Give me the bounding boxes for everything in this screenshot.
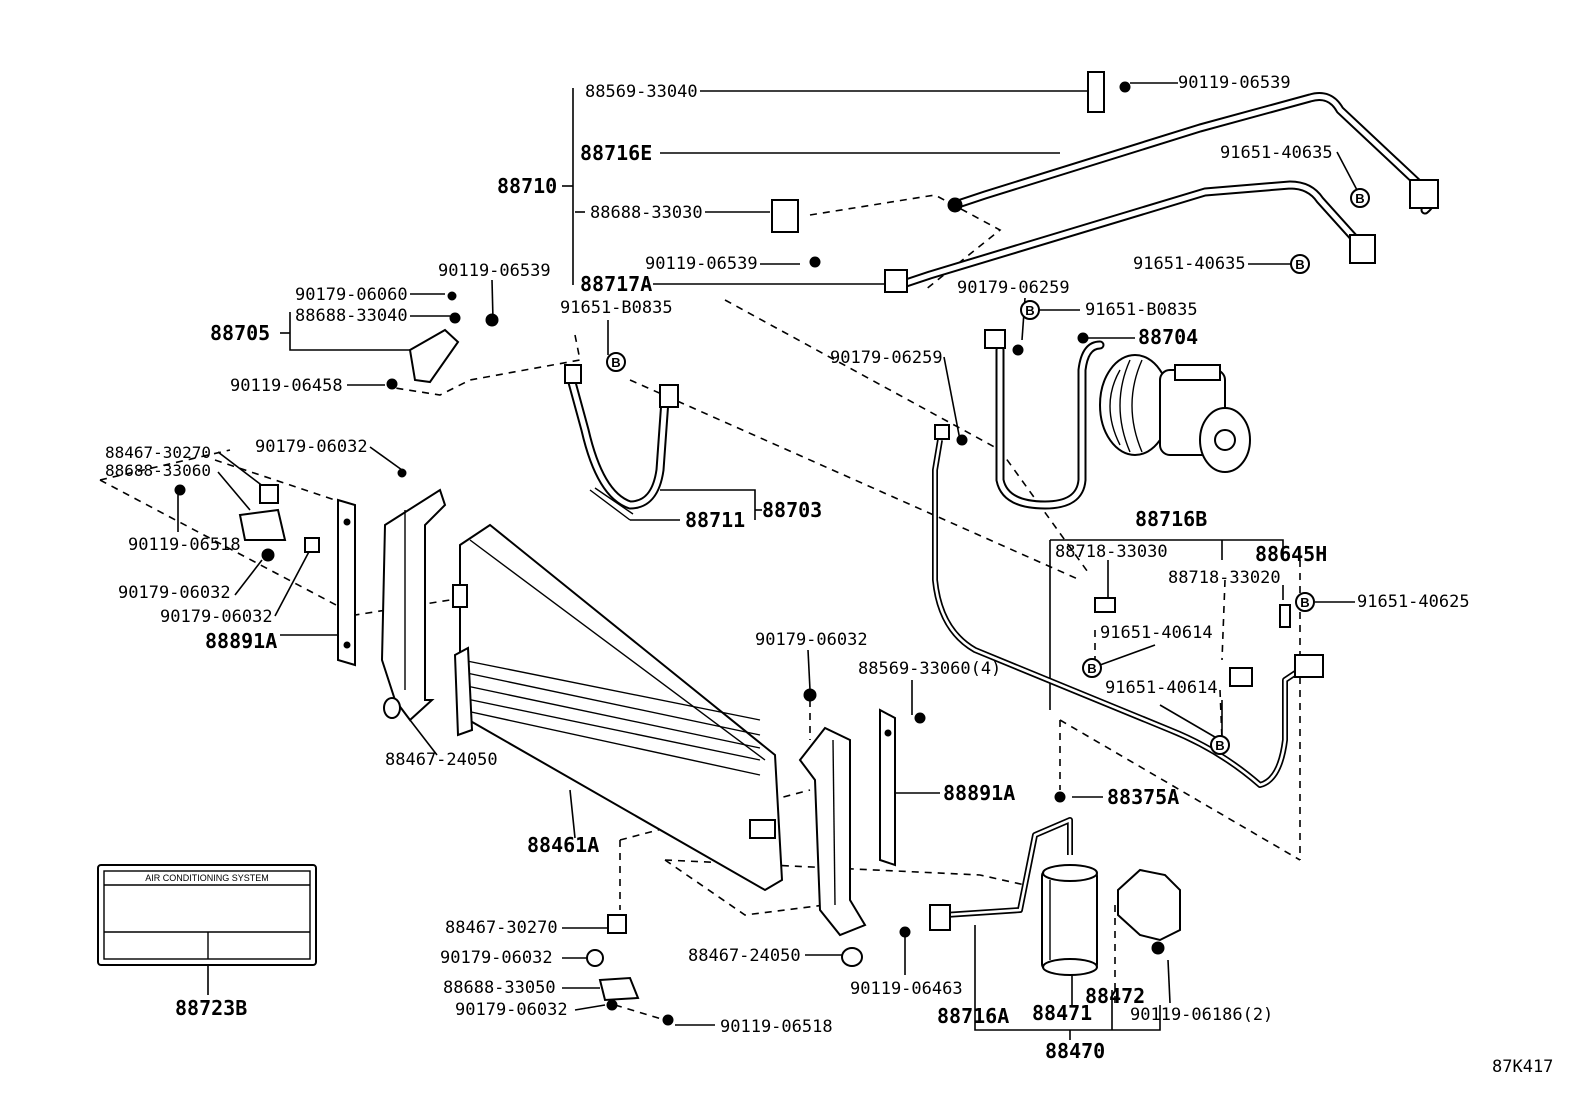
label-88467-30270: 88467-30270 (105, 443, 211, 462)
label-88703: 88703 (762, 498, 822, 522)
label-88688-33030: 88688-33030 (590, 203, 703, 223)
label-88688-33060: 88688-33060 (105, 461, 211, 480)
label-88891A: 88891A (943, 781, 1015, 805)
b-badge: B (1020, 300, 1040, 320)
label-91651-40635: 91651-40635 (1220, 143, 1333, 163)
b-badge: B (1210, 735, 1230, 755)
label-90119-06518: 90119-06518 (128, 535, 241, 555)
label-88569-33060-4: 88569-33060(4) (858, 659, 1001, 679)
label-88569-33040: 88569-33040 (585, 82, 698, 102)
label-90179-06259: 90179-06259 (957, 278, 1070, 298)
label-90119-06518: 90119-06518 (720, 1017, 833, 1037)
refrigerant-lines (565, 92, 1435, 918)
label-90119-06458: 90119-06458 (230, 376, 343, 396)
label-90179-06032: 90179-06032 (755, 630, 868, 650)
label-90179-06032: 90179-06032 (118, 583, 231, 603)
label-90179-06032: 90179-06032 (255, 437, 368, 457)
b-badge: B (1350, 188, 1370, 208)
label-90119-06539: 90119-06539 (1178, 73, 1291, 93)
ac-info-label-card: AIR CONDITIONING SYSTEM (97, 864, 317, 966)
label-88716B: 88716B (1135, 507, 1207, 531)
label-88711: 88711 (685, 508, 745, 532)
part-number-labels: 88569-33040 90119-06539 88716E 91651-406… (105, 73, 1553, 1077)
label-88718-33020: 88718-33020 (1168, 568, 1281, 588)
label-88718-33030: 88718-33030 (1055, 542, 1168, 562)
label-card-title: AIR CONDITIONING SYSTEM (145, 873, 269, 883)
svg-text:B: B (1355, 191, 1364, 206)
receiver-drier (1041, 864, 1098, 976)
label-88645H: 88645H (1255, 542, 1327, 566)
label-88716E: 88716E (580, 141, 652, 165)
diagram-id: 87K417 (1492, 1057, 1553, 1077)
label-90119-06463: 90119-06463 (850, 979, 963, 999)
label-91651-40625: 91651-40625 (1357, 592, 1470, 612)
right-brackets (798, 708, 896, 937)
label-90179-06060: 90179-06060 (295, 285, 408, 305)
receiver-bracket (1117, 868, 1181, 955)
label-90119-06539: 90119-06539 (645, 254, 758, 274)
label-90179-06032: 90179-06032 (440, 948, 553, 968)
fittings-and-bolts (174, 71, 1439, 1026)
b-badges: B B B B B B B (606, 188, 1370, 755)
label-88461A: 88461A (527, 833, 599, 857)
compressor (1099, 354, 1251, 473)
b-badge: B (606, 352, 626, 372)
svg-text:B: B (1087, 661, 1096, 676)
label-88375A: 88375A (1107, 785, 1179, 809)
label-91651-40635: 91651-40635 (1133, 254, 1246, 274)
b-badge: B (1295, 592, 1315, 612)
label-90179-06032: 90179-06032 (160, 607, 273, 627)
svg-text:B: B (1295, 257, 1304, 272)
label-91651-B0835: 91651-B0835 (560, 298, 673, 318)
label-91651-40614: 91651-40614 (1100, 623, 1213, 643)
label-88467-24050: 88467-24050 (385, 750, 498, 770)
label-88704: 88704 (1138, 325, 1198, 349)
b-badge: B (1290, 254, 1310, 274)
left-brackets (337, 488, 447, 722)
leader-lines (177, 82, 1358, 1040)
svg-text:B: B (1215, 738, 1224, 753)
label-90179-06032: 90179-06032 (455, 1000, 568, 1020)
label-90119-06539: 90119-06539 (438, 261, 551, 281)
label-88705: 88705 (210, 321, 270, 345)
label-88710: 88710 (497, 174, 557, 198)
label-90179-06259: 90179-06259 (830, 348, 943, 368)
label-88688-33040: 88688-33040 (295, 306, 408, 326)
label-88467-24050: 88467-24050 (688, 946, 801, 966)
label-91651-40614: 91651-40614 (1105, 678, 1218, 698)
b-badge: B (1082, 658, 1102, 678)
label-88723B: 88723B (175, 996, 247, 1020)
label-88716A: 88716A (937, 1004, 1009, 1028)
label-91651-B0835: 91651-B0835 (1085, 300, 1198, 320)
label-88717A: 88717A (580, 272, 652, 296)
svg-text:B: B (1300, 595, 1309, 610)
label-88891A: 88891A (205, 629, 277, 653)
label-88472: 88472 (1085, 984, 1145, 1008)
svg-text:B: B (611, 355, 620, 370)
svg-text:B: B (1025, 303, 1034, 318)
label-88467-30270: 88467-30270 (445, 918, 558, 938)
condenser (452, 523, 784, 892)
label-88688-33050: 88688-33050 (443, 978, 556, 998)
label-90119-06186-2: 90119-06186(2) (1130, 1005, 1273, 1025)
label-88471: 88471 (1032, 1001, 1092, 1025)
label-88470: 88470 (1045, 1039, 1105, 1063)
